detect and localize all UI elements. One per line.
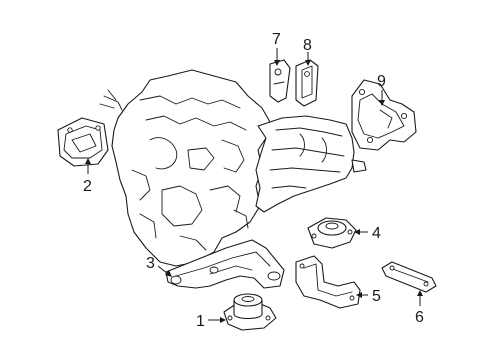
part-8-strap — [295, 59, 319, 107]
part-3-crossmember — [165, 239, 285, 289]
callout-9: 9 — [377, 73, 386, 90]
engine-details — [131, 95, 249, 251]
part-4-mount — [307, 217, 357, 249]
callout-4: 4 — [372, 225, 381, 242]
part-2-mount-bracket — [57, 117, 109, 167]
part-1-engine-mount — [223, 293, 277, 331]
callout-6: 6 — [415, 309, 424, 326]
callout-8: 8 — [303, 37, 312, 54]
part-5-bracket — [295, 255, 361, 309]
callout-2: 2 — [83, 178, 92, 195]
transmission-details — [269, 127, 345, 189]
leader-lines — [85, 48, 423, 323]
callout-3: 3 — [146, 255, 155, 272]
callout-7: 7 — [272, 31, 281, 48]
callout-1: 1 — [196, 313, 205, 330]
engine-transmission-assembly — [99, 69, 367, 267]
callout-5: 5 — [372, 288, 381, 305]
wire-harness — [99, 89, 123, 111]
transmission-housing — [255, 115, 355, 213]
part-7-bracket — [269, 59, 291, 103]
part-9-bracket — [351, 79, 417, 151]
part-6-plate — [381, 261, 437, 293]
callout-labels: 1 2 3 4 5 6 7 8 9 — [83, 31, 424, 330]
output-shaft — [351, 159, 367, 173]
